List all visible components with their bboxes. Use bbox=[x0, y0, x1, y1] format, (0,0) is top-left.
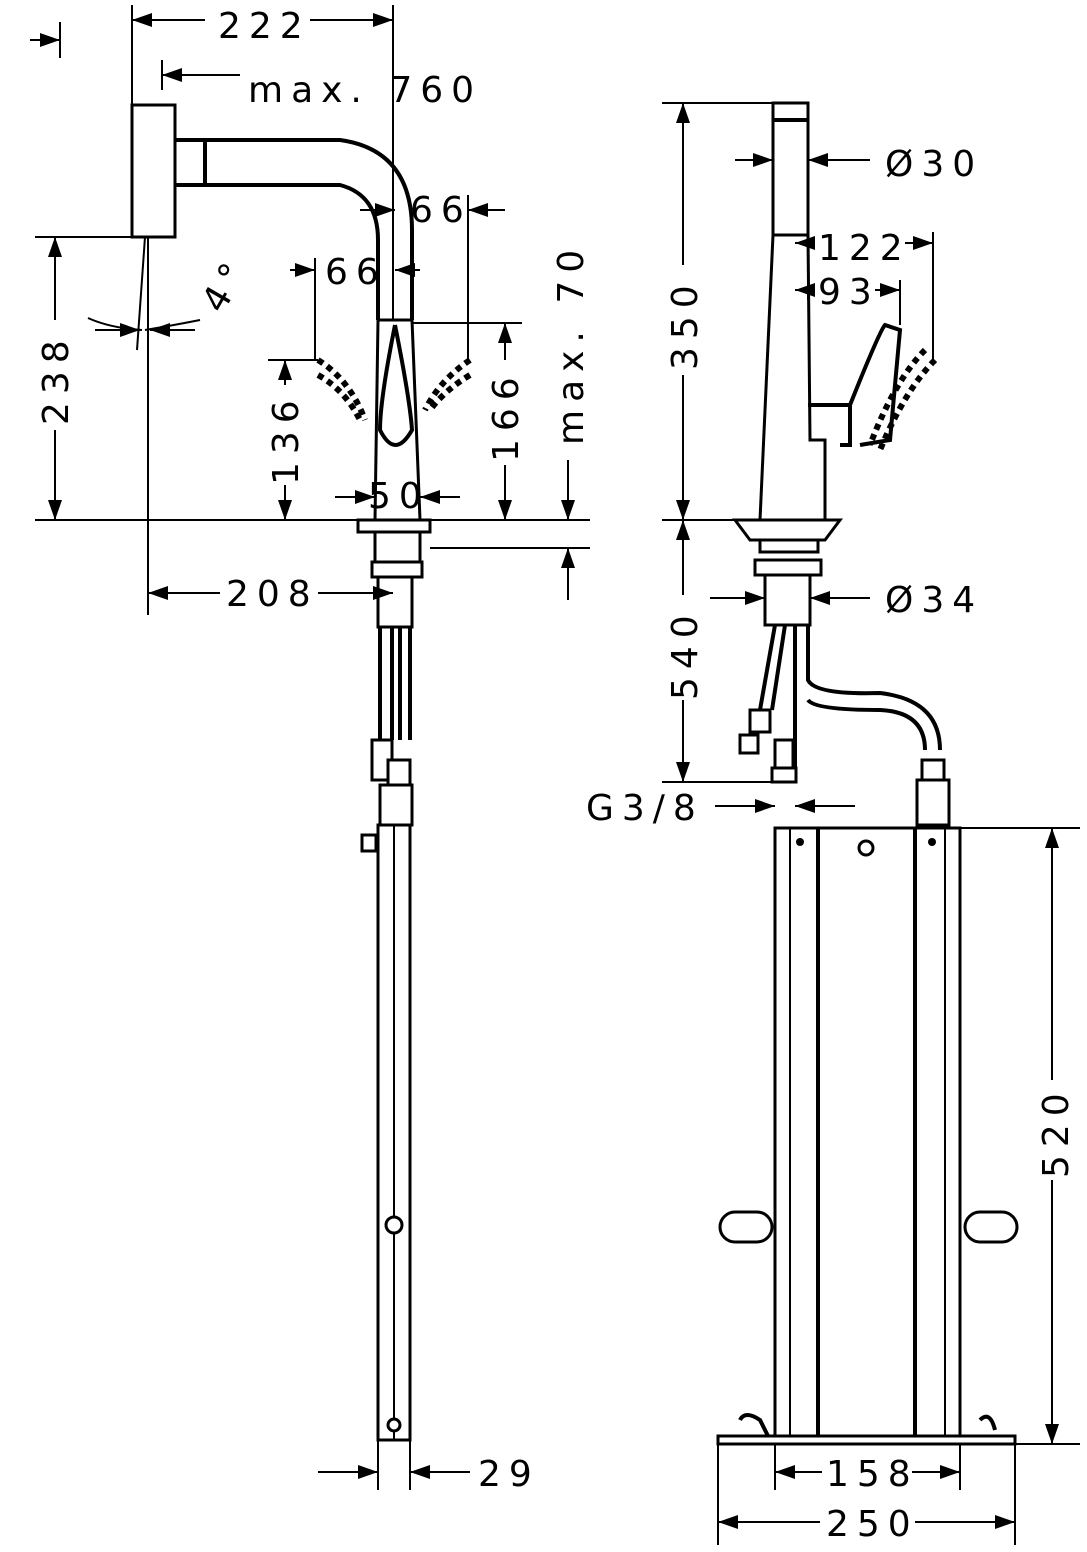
dim-238: 238 bbox=[36, 332, 77, 425]
dim-diameter-34: Ø34 bbox=[885, 580, 983, 621]
dim-4-degree: 4° bbox=[194, 250, 258, 320]
dim-350: 350 bbox=[665, 277, 706, 370]
dim-max-70: max. 70 bbox=[551, 242, 592, 445]
dim-max-760: max. 760 bbox=[248, 70, 482, 111]
dim-thread-g3-8: G3/8 bbox=[586, 788, 704, 829]
dim-166: 166 bbox=[486, 369, 527, 462]
dim-66: 66 bbox=[325, 252, 387, 293]
dim-29: 29 bbox=[478, 1454, 540, 1495]
dim-222: 222 bbox=[218, 6, 311, 47]
dim-93: 93 bbox=[818, 272, 880, 313]
side-view-dimensions: Ø30 122 93 350 Ø34 540 G3/8 520 158 bbox=[586, 102, 1080, 1545]
dim-66-top: 66 bbox=[410, 190, 472, 231]
dim-520: 520 bbox=[1036, 1085, 1077, 1178]
dim-122: 122 bbox=[818, 228, 911, 269]
side-view-faucet bbox=[716, 101, 1019, 1446]
front-view-faucet bbox=[130, 103, 472, 1442]
dim-208: 208 bbox=[226, 574, 319, 615]
dim-250: 250 bbox=[826, 1504, 919, 1545]
dim-50: 50 bbox=[368, 476, 430, 517]
dim-136: 136 bbox=[266, 392, 307, 485]
dim-158: 158 bbox=[826, 1454, 919, 1495]
front-view-dimensions: 222 max. 760 66 66 4° 238 136 166 bbox=[30, 5, 592, 1495]
dim-540: 540 bbox=[665, 607, 706, 700]
dim-diameter-30: Ø30 bbox=[885, 144, 983, 185]
